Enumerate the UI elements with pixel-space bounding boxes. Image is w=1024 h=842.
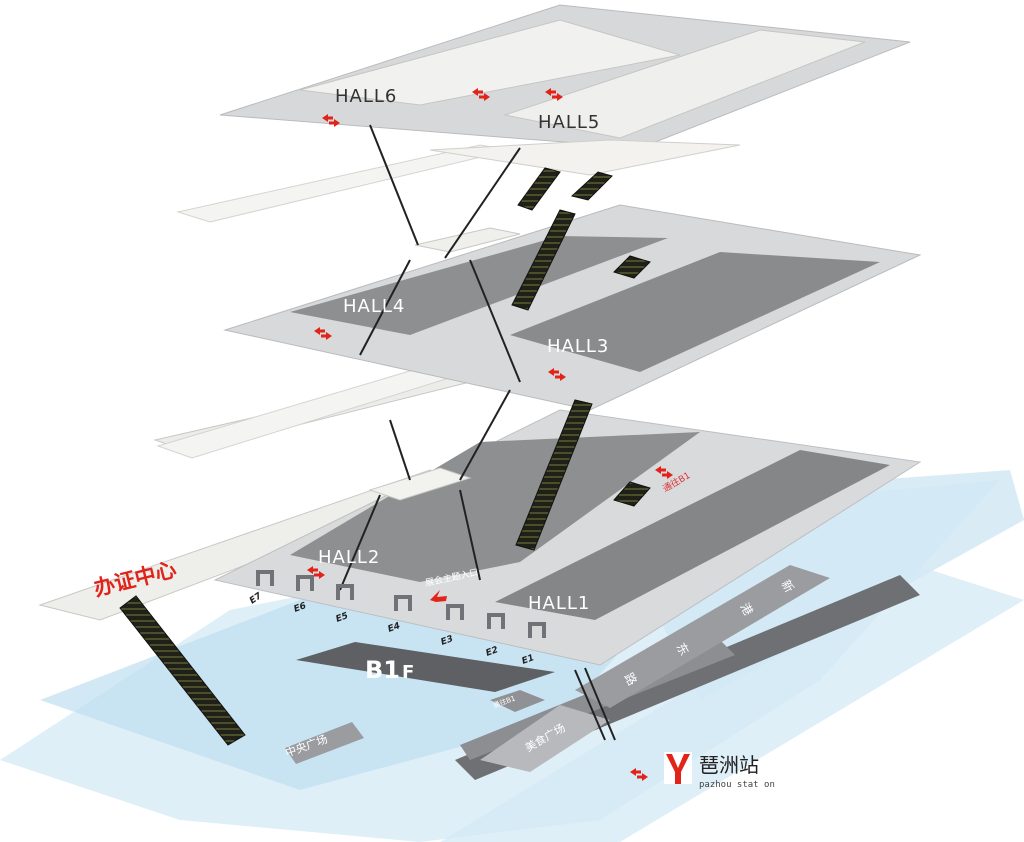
water-area-bottom: [440, 560, 1024, 842]
hall1-block: [495, 450, 890, 620]
hall6-block: [299, 19, 681, 106]
station-name-cn: 琶洲站: [699, 753, 759, 777]
hall5-block: [503, 29, 866, 139]
hall3-label: HALL3: [547, 336, 609, 357]
entrance-label: E6: [293, 601, 308, 615]
entrance-label: E5: [335, 611, 350, 625]
hall2-label: HALL2: [318, 547, 380, 568]
level2-left-walkway: [156, 361, 477, 459]
escalators: [119, 167, 651, 746]
escalator-icon: [570, 171, 613, 201]
station-name-en: pazhou stat on: [699, 780, 775, 790]
hall3-block: [510, 252, 880, 372]
street-band: [575, 565, 830, 708]
metro-logo-icon: [666, 754, 690, 784]
entrance-label: E4: [387, 621, 402, 635]
passage-lower-tag: [490, 690, 545, 712]
b1f-bar: [296, 642, 555, 692]
level2-bridge: [414, 227, 521, 253]
hall1-label: HALL1: [528, 593, 590, 614]
entrance-arrow-icon: [430, 590, 447, 602]
hall5-label: HALL5: [538, 112, 600, 133]
support-lines: [339, 124, 616, 741]
level1-bridge: [368, 467, 472, 501]
hall4-label: HALL4: [343, 296, 405, 317]
entrance-label: E1: [521, 653, 536, 667]
transfer-arrows: [307, 88, 673, 781]
escalator-icon: [515, 399, 593, 551]
floor-label-main: B1: [365, 656, 400, 684]
hall6-label: HALL6: [335, 86, 397, 107]
entrance-label: E2: [485, 645, 500, 659]
level3-left-walkway: [176, 144, 511, 223]
station-badge: 琶洲站 pazhou stat on: [664, 752, 775, 790]
escalator-icon: [613, 481, 651, 507]
floor-label-suffix: F: [402, 662, 414, 683]
escalator-icon: [119, 595, 246, 746]
level3-walkway: [429, 139, 741, 176]
entrance-label: E3: [440, 634, 455, 648]
escalator-icon: [511, 209, 576, 311]
escalator-icon: [613, 255, 651, 279]
escalator-icon: [517, 167, 561, 211]
central-plaza-tag: [285, 722, 364, 764]
food-plaza-tag: [480, 705, 610, 772]
hall2-block: [290, 432, 700, 582]
level-3: [176, 4, 911, 223]
